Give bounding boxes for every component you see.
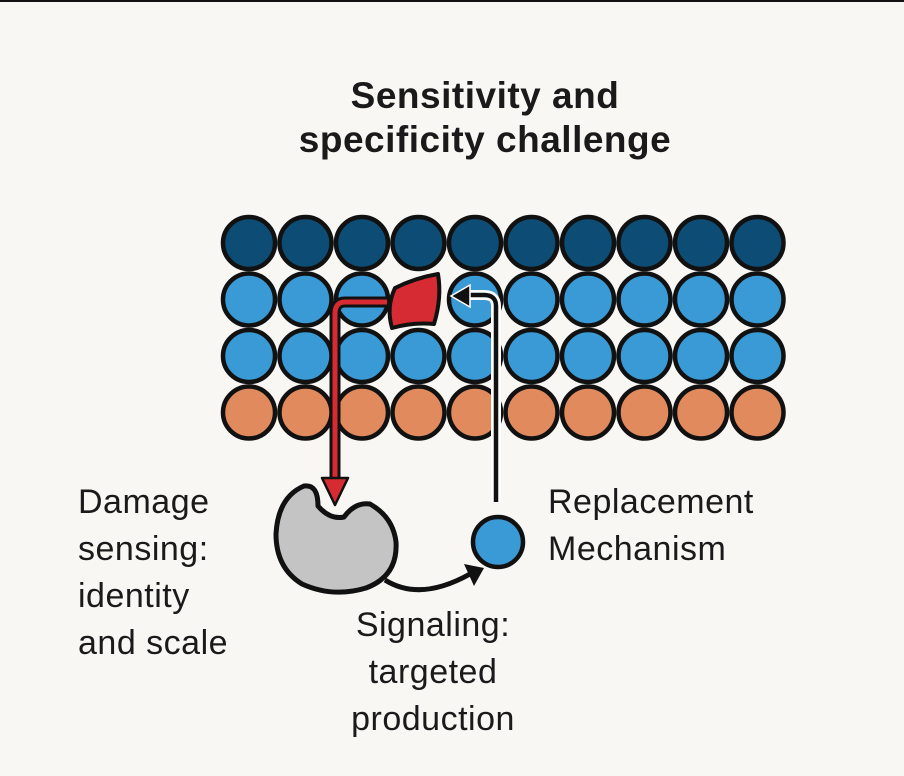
grid-cell <box>559 327 617 385</box>
grid-cell <box>729 327 786 385</box>
grid-cell <box>503 214 560 272</box>
grid-cell <box>729 214 786 272</box>
replacement-label-line: Replacement <box>548 483 754 521</box>
grid-cell <box>503 327 560 385</box>
grid-cell <box>220 271 278 328</box>
damage-label-line: identity <box>78 577 190 615</box>
damage-sensing-arrowhead <box>320 476 350 507</box>
grid-cell <box>277 384 334 441</box>
grid-cell <box>559 384 617 441</box>
title-line-1: Sensitivity and <box>350 75 620 116</box>
signaling-arrow <box>383 571 472 593</box>
grid-cell <box>220 384 278 441</box>
grid-cell <box>503 271 560 328</box>
damage-sensing-label: Damage sensing: identity and scale <box>78 479 228 667</box>
grid-cell <box>503 384 560 441</box>
damaged-cell <box>387 272 442 330</box>
damage-sensor <box>273 483 399 595</box>
grid-cell <box>220 214 278 272</box>
signaling-label: Signaling: targeted production <box>327 602 539 743</box>
grid-cell <box>616 384 673 441</box>
grid-cell <box>672 384 730 441</box>
signaling-label-line: Signaling: <box>355 606 511 644</box>
signaling-arrowhead <box>464 564 484 586</box>
grid-cell <box>220 327 278 385</box>
grid-cell <box>729 384 786 441</box>
replacement-cell <box>470 514 526 570</box>
grid-cell <box>616 327 673 385</box>
diagram-title: Sensitivity and specificity challenge <box>0 74 904 162</box>
replacement-label-line: Mechanism <box>548 530 727 568</box>
signaling-label-line: targeted <box>368 653 498 691</box>
grid-cell <box>390 384 447 441</box>
grid-cell <box>390 327 447 385</box>
replacement-mechanism-label: Replacement Mechanism <box>548 479 754 573</box>
grid-cell <box>390 214 447 272</box>
grid-cell <box>616 271 673 328</box>
grid-cell <box>672 327 730 385</box>
grid-cell <box>559 214 617 272</box>
title-line-2: specificity challenge <box>298 119 672 160</box>
grid-cell <box>333 327 391 385</box>
grid-cell <box>446 214 504 272</box>
damage-label-line: Damage <box>78 483 210 521</box>
damage-label-line: sensing: <box>78 530 209 568</box>
damage-label-line: and scale <box>78 624 229 662</box>
grid-cell <box>277 271 334 328</box>
grid-cell <box>672 214 730 272</box>
replacement-arrowhead <box>449 283 471 309</box>
grid-cell <box>559 271 617 328</box>
grid-cell <box>277 327 334 385</box>
grid-cell <box>672 271 730 328</box>
grid-cell <box>333 214 391 272</box>
grid-cell <box>277 214 334 272</box>
signaling-label-line: production <box>351 700 515 738</box>
grid-cell <box>333 384 391 441</box>
cell-layer-grid <box>220 214 786 441</box>
grid-cell <box>616 214 673 272</box>
grid-cell <box>729 271 786 328</box>
